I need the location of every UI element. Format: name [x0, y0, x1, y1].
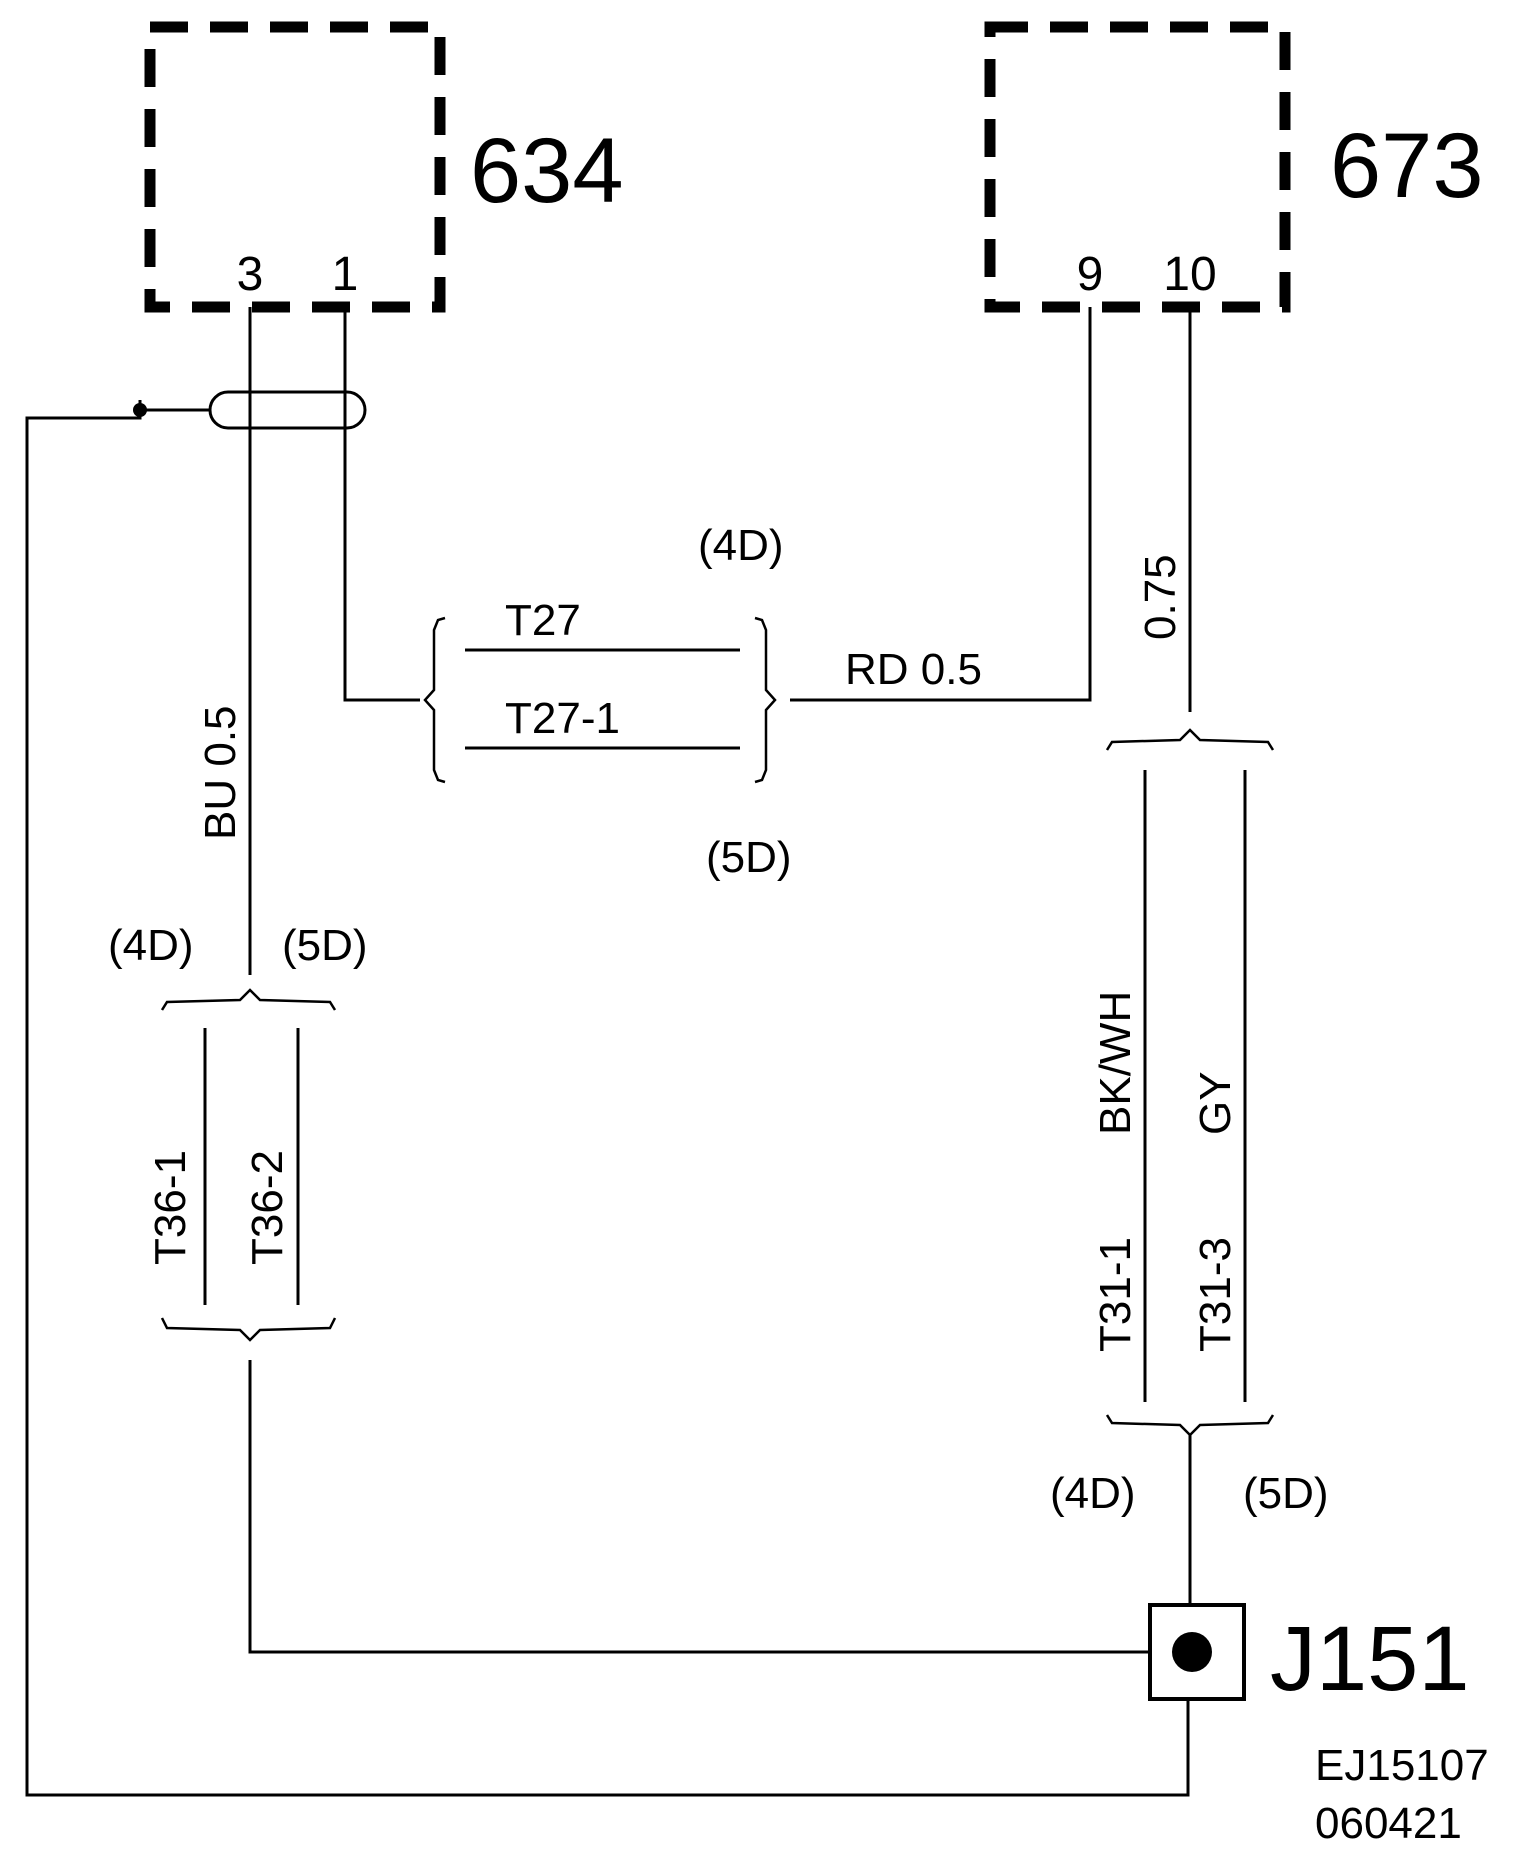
component-673-label: 673 [1330, 115, 1484, 217]
shield-junction-dot [133, 403, 147, 417]
t27-variant-4d-label: (4D) [698, 521, 784, 570]
pin-673-9-label: 9 [1077, 248, 1104, 301]
component-673-box [984, 21, 1291, 313]
wire-rd-label: RD 0.5 [845, 645, 982, 694]
pin-634-3-label: 3 [237, 248, 264, 301]
t36-top-brace [160, 988, 337, 1011]
splice-j151-label: J151 [1270, 1608, 1470, 1710]
connector-t27-1-label: T27-1 [505, 694, 620, 743]
connector-t31-1-label: T31-1 [1091, 1237, 1140, 1352]
t36-variant-4d-label: (4D) [108, 921, 194, 970]
doc-code-label: EJ15107 [1315, 1741, 1489, 1790]
wire-075-label: 0.75 [1136, 554, 1185, 640]
connector-t31-3-label: T31-3 [1191, 1237, 1240, 1352]
t36-to-j151-wire [248, 1360, 1150, 1654]
connector-t27-label: T27 [505, 596, 581, 645]
t27-left-brace [423, 616, 446, 784]
wire-gy-label: GY [1191, 1071, 1240, 1135]
t31-variant-5d-label: (5D) [1243, 1469, 1329, 1518]
shield-ground-wire [25, 400, 1190, 1797]
twisted-pair-shield-ellipse [208, 390, 367, 430]
wire-bkwh-label: BK/WH [1091, 991, 1140, 1135]
splice-j151-dot [1172, 1632, 1212, 1672]
component-634-label: 634 [470, 120, 624, 222]
wire-rd [790, 307, 1092, 702]
t36-variant-5d-label: (5D) [282, 921, 368, 970]
t31-top-brace [1105, 728, 1275, 751]
doc-date-label: 060421 [1315, 1799, 1462, 1848]
t27-variant-5d-label: (5D) [706, 833, 792, 882]
component-634-box [144, 21, 446, 313]
wire-pin1-to-t27 [343, 307, 420, 702]
t31-variant-4d-label: (4D) [1050, 1469, 1136, 1518]
t31-bottom-brace [1105, 1414, 1275, 1437]
pin-673-10-label: 10 [1163, 248, 1216, 301]
connector-t36-2-label: T36-2 [243, 1150, 292, 1265]
wire-bu-label: BU 0.5 [196, 705, 245, 840]
t36-bottom-brace [160, 1317, 337, 1342]
t27-right-brace [754, 616, 777, 784]
pin-634-1-label: 1 [332, 248, 359, 301]
connector-t36-1-label: T36-1 [146, 1150, 195, 1265]
